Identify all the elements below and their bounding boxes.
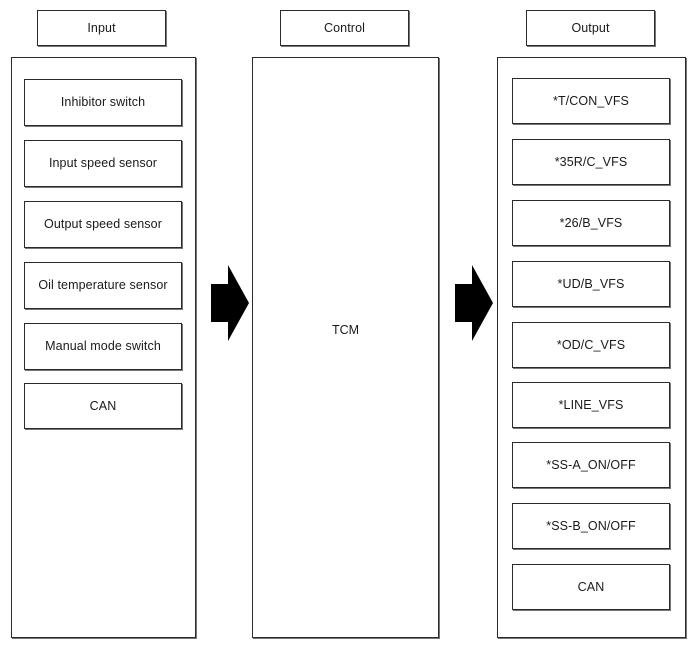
header-label-input: Input (87, 20, 116, 35)
output-item-26-b-vfs: *26/B_VFS (512, 200, 670, 246)
input-item-manual-mode-switch: Manual mode switch (24, 323, 182, 370)
input-item-label: Oil temperature sensor (38, 278, 168, 293)
input-item-can: CAN (24, 383, 182, 429)
output-item-label: *26/B_VFS (559, 215, 623, 230)
output-item-ss-a-on-off: *SS-A_ON/OFF (512, 442, 670, 488)
output-item-t-con-vfs: *T/CON_VFS (512, 78, 670, 124)
output-item-can: CAN (512, 564, 670, 610)
output-item-label: *OD/C_VFS (556, 337, 626, 352)
arrow-control-to-output-icon (455, 265, 493, 341)
control-item-tcm: TCM (252, 324, 439, 337)
output-item-ud-b-vfs: *UD/B_VFS (512, 261, 670, 307)
input-item-label: CAN (89, 398, 117, 413)
output-item-label: *UD/B_VFS (557, 276, 625, 291)
control-item-label: TCM (331, 323, 360, 337)
output-item-ss-b-on-off: *SS-B_ON/OFF (512, 503, 670, 549)
input-item-label: Inhibitor switch (60, 95, 146, 110)
header-label-control: Control (324, 20, 365, 35)
output-item-label: *SS-A_ON/OFF (546, 457, 636, 472)
input-item-input-speed-sensor: Input speed sensor (24, 140, 182, 187)
output-item-35r-c-vfs: *35R/C_VFS (512, 139, 670, 185)
header-box-output: Output (526, 10, 655, 46)
header-label-output: Output (571, 20, 610, 35)
header-box-input: Input (37, 10, 166, 46)
arrow-input-to-control-icon (211, 265, 249, 341)
header-box-control: Control (280, 10, 409, 46)
input-item-inhibitor-switch: Inhibitor switch (24, 79, 182, 126)
output-item-line-vfs: *LINE_VFS (512, 382, 670, 428)
input-item-output-speed-sensor: Output speed sensor (24, 201, 182, 248)
input-item-oil-temperature-sensor: Oil temperature sensor (24, 262, 182, 309)
output-item-label: *35R/C_VFS (554, 154, 628, 169)
input-item-label: Manual mode switch (45, 339, 161, 354)
output-item-od-c-vfs: *OD/C_VFS (512, 322, 670, 368)
output-item-label: *LINE_VFS (558, 397, 624, 412)
input-item-label: Output speed sensor (44, 217, 162, 232)
output-item-label: *SS-B_ON/OFF (546, 518, 636, 533)
input-item-label: Input speed sensor (48, 156, 158, 171)
column-control (252, 57, 439, 638)
output-item-label: *T/CON_VFS (552, 93, 629, 108)
output-item-label: CAN (577, 579, 605, 594)
